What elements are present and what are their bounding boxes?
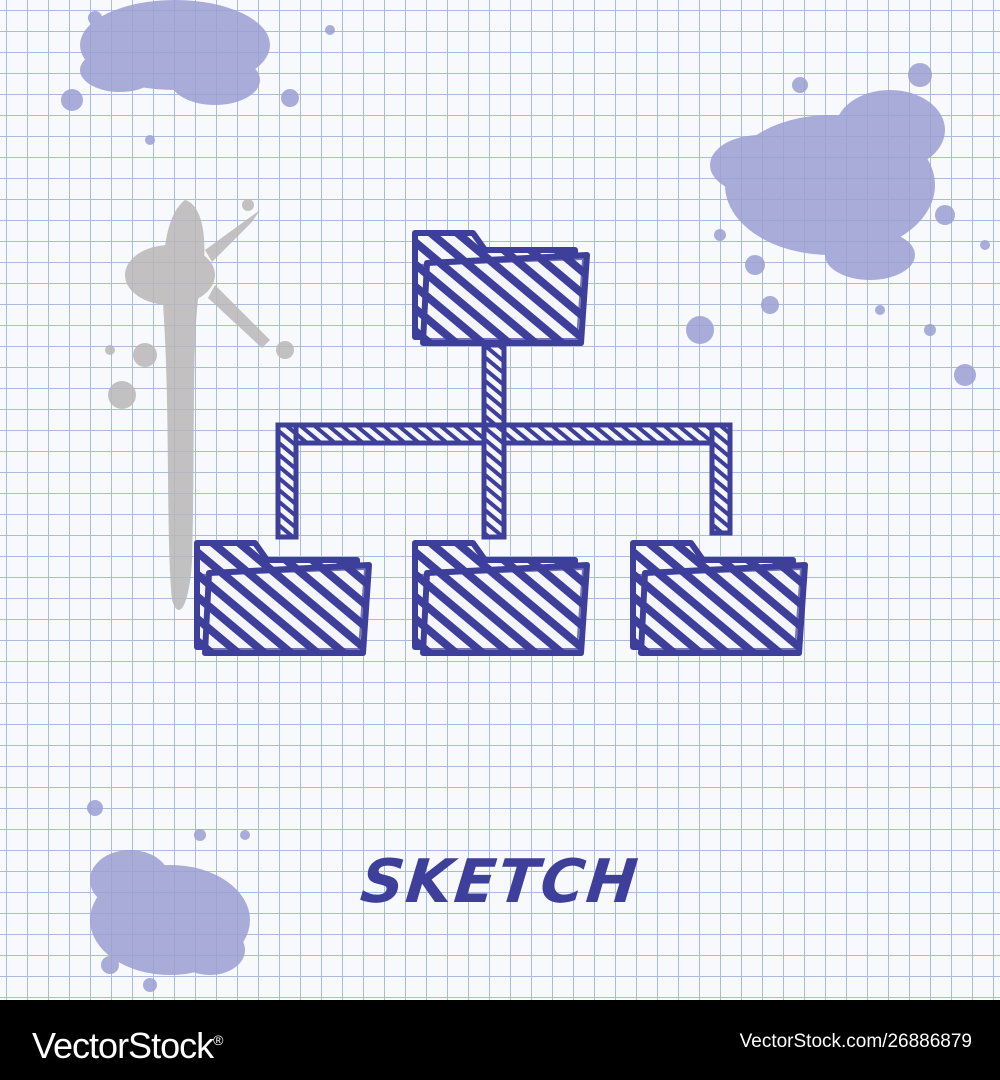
brand-name: VectorStock — [32, 1025, 214, 1066]
grey-paint-drip — [105, 199, 294, 611]
child-folder-icon-right — [633, 543, 805, 653]
watermark-footer: VectorStock® VectorStock.com/26886879 — [0, 1000, 1000, 1080]
grid-paper-background: SKETCH — [0, 0, 1000, 1000]
root-folder-icon — [415, 233, 587, 343]
ink-splash-bottom-left — [87, 800, 250, 992]
child-folder-icon-center — [415, 543, 587, 653]
registered-mark: ® — [213, 1032, 223, 1048]
tree-connectors — [275, 342, 733, 540]
illustration-canvas — [61, 0, 990, 992]
image-id-text: VectorStock.com/26886879 — [739, 1031, 972, 1052]
ink-splash-top-right — [686, 63, 990, 386]
ink-splash-top-left — [61, 0, 335, 145]
child-folder-icon-left — [197, 543, 369, 653]
sketch-caption: SKETCH — [357, 847, 643, 917]
vectorstock-logo: VectorStock® — [32, 1020, 223, 1066]
